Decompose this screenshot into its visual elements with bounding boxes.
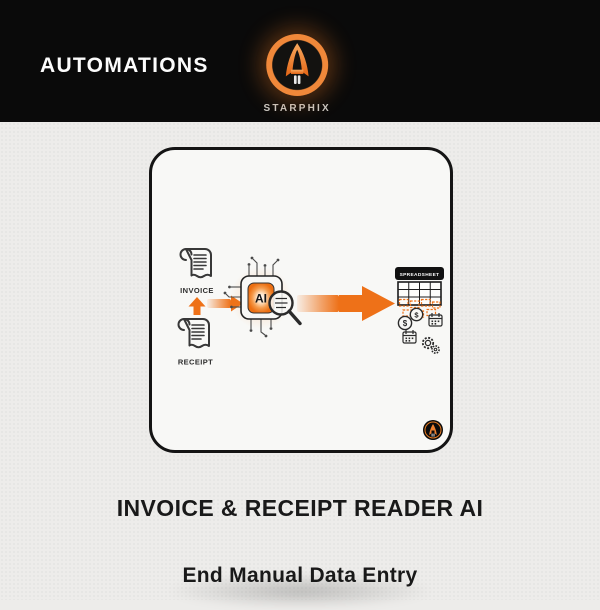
svg-text:$: $ <box>414 310 419 319</box>
caption-subtitle: End Manual Data Entry <box>182 564 418 587</box>
gears-icon <box>421 336 440 354</box>
dollar-coin-icon: $ <box>397 315 413 331</box>
ai-label: AI <box>255 292 267 306</box>
starphix-rocket-icon <box>266 34 329 96</box>
page-title: AUTOMATIONS <box>40 54 209 77</box>
up-arrow-icon <box>188 297 206 315</box>
spreadsheet-icon: SPREADSHEET <box>395 267 444 318</box>
magnifier-icon <box>268 290 302 326</box>
workflow-diagram: INVOICE RECEIPT <box>177 248 444 440</box>
brand-name: STARPHIX <box>263 103 331 114</box>
spreadsheet-label: SPREADSHEET <box>400 272 440 278</box>
ai-chip-icon: AI <box>223 256 292 338</box>
dollar-coin-icon: $ <box>409 307 424 322</box>
big-flow-arrow-icon <box>297 286 395 321</box>
calendar-icon <box>428 312 443 327</box>
svg-text:$: $ <box>403 319 408 328</box>
calendar-icon <box>402 329 417 344</box>
brand-logo: STARPHIX <box>227 0 367 114</box>
header-bar: AUTOMATIONS STARPHIX <box>0 0 600 122</box>
rocket-glyph <box>285 43 309 84</box>
stage: INVOICE RECEIPT <box>0 122 600 610</box>
caption-title: INVOICE & RECEIPT READER AI <box>116 495 484 521</box>
invoice-scroll-icon <box>179 248 212 279</box>
invoice-label: INVOICE <box>180 286 214 295</box>
diagram-card: INVOICE RECEIPT <box>149 147 453 453</box>
receipt-label: RECEIPT <box>178 358 213 367</box>
receipt-scroll-icon <box>177 318 210 349</box>
starphix-logo-icon <box>423 420 443 440</box>
